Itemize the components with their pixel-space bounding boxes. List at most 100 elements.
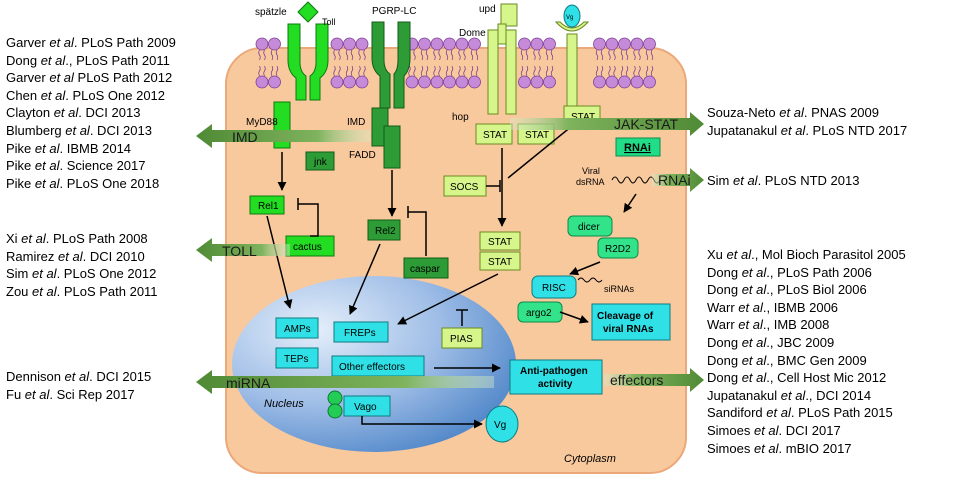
lipid-tail (538, 49, 541, 61)
reference-author: Warr (707, 299, 739, 315)
lipid-tail (358, 65, 361, 77)
reference-et-al: et al (780, 122, 806, 138)
reference-author: Blumberg (6, 122, 66, 138)
lipid-head (443, 37, 456, 51)
lipid-tail (413, 65, 416, 77)
hop-label: hop (452, 112, 469, 123)
risc-node (531, 275, 577, 299)
reference-et-al: et al (34, 175, 60, 191)
lipid-tail (338, 49, 341, 61)
lipid-tail (438, 65, 441, 77)
sirnas-label: siRNAs (604, 284, 635, 294)
reference-author: Xu (707, 247, 727, 262)
reference-source: ., Mol Bioch Parasitol 2005 (751, 247, 906, 262)
cytoplasm-label: Cytoplasm (564, 453, 616, 465)
reference-et-al: et al (780, 387, 806, 403)
reference-entry: Simoes et al. DCI 2017 (707, 422, 906, 440)
reference-author: Sim (6, 266, 32, 282)
lipid-tail (363, 65, 366, 77)
lipid-tail (333, 65, 336, 77)
reference-source: . PLoS NTD 2017 (805, 122, 908, 138)
lipid-head (268, 75, 281, 89)
signaling-arrows (266, 125, 637, 429)
lipid-head (455, 75, 469, 89)
cactus-label: cactus (293, 242, 322, 253)
nucleus-label: Nucleus (264, 398, 304, 410)
reference-source: . DCI 2015 (89, 369, 152, 384)
reference-author: Simoes (707, 422, 754, 438)
lipid-tail (625, 65, 629, 77)
reference-entry: Ramirez et al. DCI 2010 (6, 248, 158, 266)
lipid-head (430, 75, 444, 89)
reference-source: . DCI 2017 (778, 422, 841, 438)
reference-source: ., PLoS Biol 2006 (766, 282, 867, 298)
cleavage-box (591, 303, 671, 341)
lipid-head (593, 75, 606, 89)
reference-et-al: et al (24, 386, 50, 402)
vg-bottom-label: Vg (494, 420, 506, 431)
lipid-tail (608, 49, 611, 61)
lipid-head (443, 75, 456, 89)
vago-circle-1 (327, 390, 343, 406)
lipid-tail (463, 49, 466, 61)
rnai-title: RNAi (624, 142, 651, 154)
reference-entry: Dong et al., JBC 2009 (707, 334, 906, 352)
reference-et-al: et al (741, 352, 767, 368)
reference-entry: Warr et al., IBMB 2006 (707, 299, 906, 317)
reference-source: . PLoS One 2012 (56, 266, 157, 282)
lipid-head (618, 75, 631, 89)
lipid-tail (363, 49, 366, 61)
lipid-head (430, 37, 444, 51)
lipid-tail (550, 49, 554, 61)
lipid-tail (613, 49, 616, 61)
reference-author: Clayton (6, 105, 54, 121)
reference-et-al: et al (53, 105, 79, 121)
upd-label: upd (479, 4, 496, 15)
lipid-tail (420, 65, 424, 77)
reference-author: Dong (707, 282, 742, 298)
lipid-tail (450, 49, 454, 61)
lipid-head (418, 75, 431, 89)
lipid-tail (545, 49, 549, 61)
dicer-label: dicer (578, 222, 600, 233)
reference-author: Jupatanakul (707, 122, 781, 138)
reference-entry: Dong et al., BMC Gen 2009 (707, 352, 906, 370)
reference-source: . DCI 2013 (78, 105, 141, 121)
caspar-label: caspar (410, 264, 441, 275)
imd-node-label: IMD (347, 117, 365, 128)
lipid-tail (338, 65, 341, 77)
amps-label: AMPs (284, 324, 311, 335)
lipid-tail (345, 65, 349, 77)
reference-author: Dong (707, 370, 742, 386)
lipid-tail (333, 49, 336, 61)
lipid-tail (613, 65, 616, 77)
freps-node (333, 321, 389, 343)
reference-entry: Pike et al. IBMB 2014 (6, 140, 176, 158)
lipid-head (618, 37, 631, 51)
lipid-head (643, 37, 656, 51)
reference-entry: Dennison et al. DCI 2015 (6, 368, 151, 386)
reference-source: PLoS Path 2012 (73, 70, 173, 86)
fadd-label: FADD (349, 150, 376, 161)
pathway-arrow-jakstat (510, 112, 704, 136)
lipid-tail (263, 49, 266, 61)
lipid-tail (270, 65, 274, 77)
vg-ligand (563, 4, 581, 28)
reference-source: . mBIO 2017 (778, 440, 852, 456)
anti-pathogen-label-2: activity (538, 379, 573, 390)
lipid-tail (475, 49, 479, 61)
reference-source: . PLoS Path 2008 (45, 231, 148, 246)
pias-node (441, 327, 483, 349)
vago-label: Vago (354, 402, 377, 413)
reference-source: . PLoS Path 2015 (790, 405, 893, 421)
lipid-tail (620, 65, 624, 77)
viral-dsrna-label-2: dsRNA (576, 177, 605, 187)
reference-et-al: et al (738, 299, 763, 315)
pathway-arrow-effectors (604, 368, 704, 392)
lipid-tail (350, 65, 354, 77)
reference-entry: Warr et al., IMB 2008 (707, 316, 906, 334)
vago-node (343, 395, 391, 417)
cell-membrane (255, 37, 656, 89)
lipid-head (543, 75, 556, 89)
